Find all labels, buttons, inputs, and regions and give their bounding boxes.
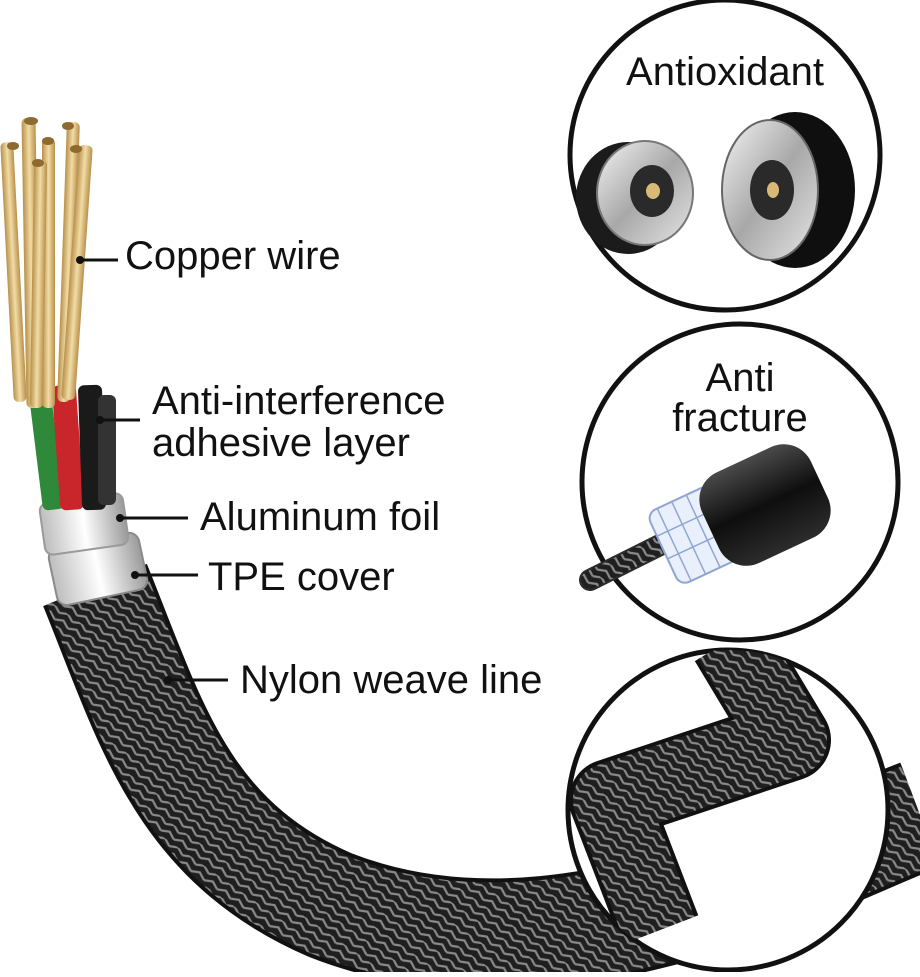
- leader-dot-adhesive: [96, 416, 104, 424]
- leader-dot-copper: [76, 256, 84, 264]
- label-anti-interference-line1: Anti-interference: [152, 379, 446, 423]
- label-anti-interference: Anti-interference adhesive layer: [152, 380, 445, 464]
- label-anti-interference-line2: adhesive layer: [152, 421, 410, 465]
- feature-anti-fracture-line1: Anti: [705, 356, 775, 400]
- leader-dot-nylon: [164, 676, 172, 684]
- leader-lines: [80, 258, 228, 682]
- feature-anti-fracture-line2: fracture: [672, 396, 808, 440]
- label-copper-wire: Copper wire: [125, 234, 341, 278]
- feature-antioxidant: Antioxidant: [626, 50, 824, 94]
- leader-dot-tpe: [131, 571, 139, 579]
- magnetic-connector-icon: [576, 112, 855, 268]
- label-tpe-cover: TPE cover: [208, 555, 395, 599]
- label-nylon-weave-line: Nylon weave line: [240, 658, 543, 702]
- leader-dot-foil: [116, 514, 124, 522]
- antioxidant-circle: [567, 0, 883, 313]
- anti-fracture-circle: [579, 321, 901, 643]
- copper-wires: [0, 117, 93, 409]
- zigzag-circle: [565, 647, 891, 973]
- cable-strain-relief-icon: [579, 444, 831, 591]
- label-aluminum-foil: Aluminum foil: [200, 495, 441, 539]
- zigzag-cable-icon: [569, 650, 831, 945]
